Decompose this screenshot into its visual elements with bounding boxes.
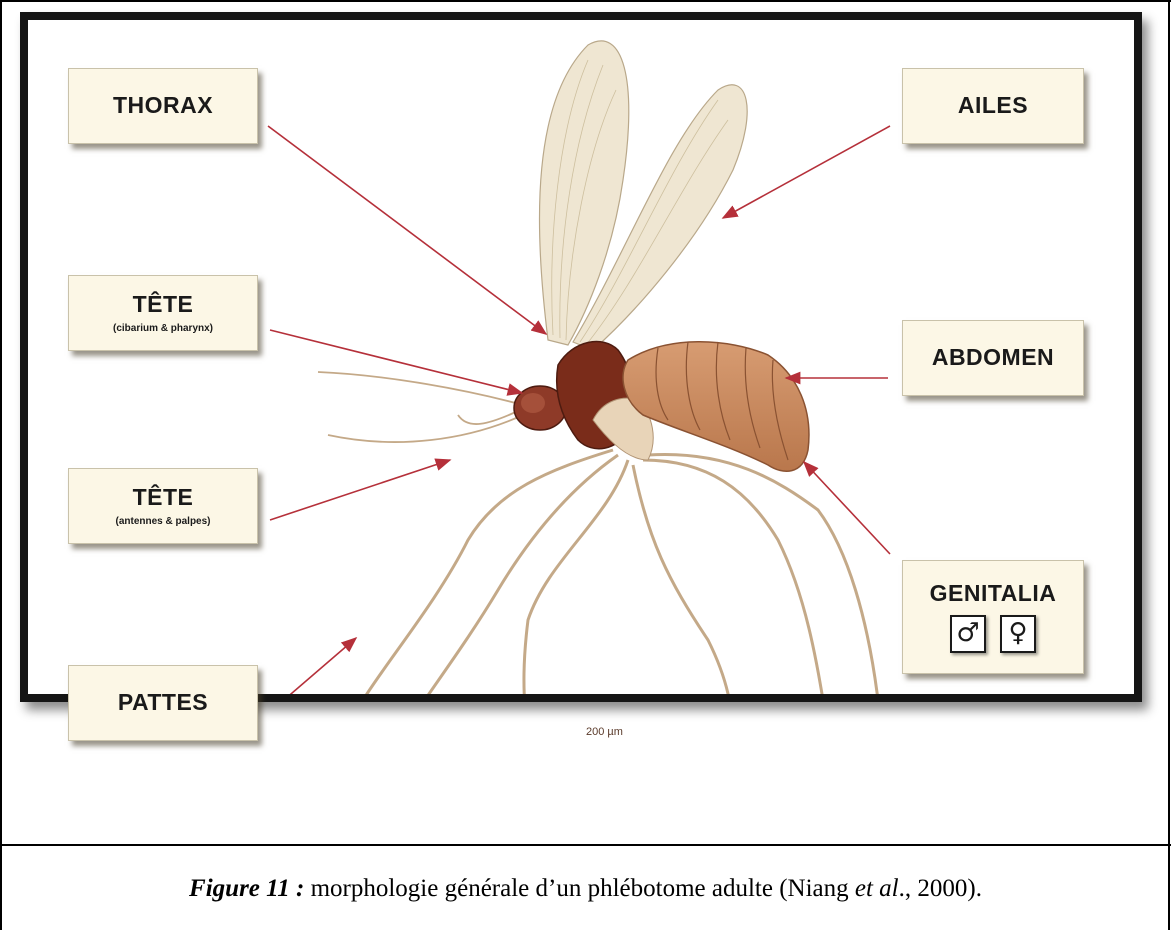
label-tete-cibarium: TÊTE (cibarium & pharynx) [68, 275, 258, 351]
caption-figure-number: Figure 11 : [189, 875, 304, 902]
caption-text-after: ., 2000). [899, 875, 982, 902]
label-ailes-text: AILES [958, 93, 1028, 118]
label-pattes: PATTES [68, 665, 258, 741]
label-tete-cibarium-text: TÊTE [133, 292, 194, 317]
female-symbol-icon: ♀ [1000, 615, 1036, 653]
label-ailes: AILES [902, 68, 1084, 144]
label-abdomen-text: ABDOMEN [932, 345, 1054, 370]
antennae [318, 372, 523, 442]
caption-text-before: morphologie générale d’un phlébotome adu… [304, 875, 855, 902]
arrow-thorax [268, 126, 546, 334]
sex-symbols: ♂ ♀ [950, 615, 1036, 653]
label-tete-cibarium-sub: (cibarium & pharynx) [113, 323, 213, 334]
scale-bar-label: 200 µm [586, 726, 623, 738]
wing-group [539, 41, 747, 350]
table-top-border [0, 0, 1171, 2]
arrow-tete-2 [270, 460, 450, 520]
table-row-divider [0, 844, 1171, 846]
label-tete-antennes-sub: (antennes & palpes) [115, 516, 210, 527]
figure-caption: Figure 11 : morphologie générale d’un ph… [0, 875, 1171, 903]
male-symbol-icon: ♂ [950, 615, 986, 653]
legs [363, 450, 878, 694]
label-tete-antennes-text: TÊTE [133, 485, 194, 510]
label-tete-antennes: TÊTE (antennes & palpes) [68, 468, 258, 544]
table-right-border [1168, 0, 1170, 930]
label-thorax-text: THORAX [113, 93, 213, 118]
figure-frame: 200 µm THORAX AILES TÊTE (cibarium & pha… [20, 12, 1142, 702]
arrow-ailes [723, 126, 890, 218]
arrow-tete-1 [270, 330, 522, 393]
label-pattes-text: PATTES [118, 690, 208, 715]
label-genitalia-text: GENITALIA [930, 581, 1057, 606]
label-genitalia: GENITALIA ♂ ♀ [902, 560, 1084, 674]
label-abdomen: ABDOMEN [902, 320, 1084, 396]
arrow-pattes [270, 638, 356, 694]
caption-et-al: et al [855, 875, 899, 902]
label-thorax: THORAX [68, 68, 258, 144]
eye-shape [521, 393, 545, 413]
table-left-border [0, 0, 2, 930]
